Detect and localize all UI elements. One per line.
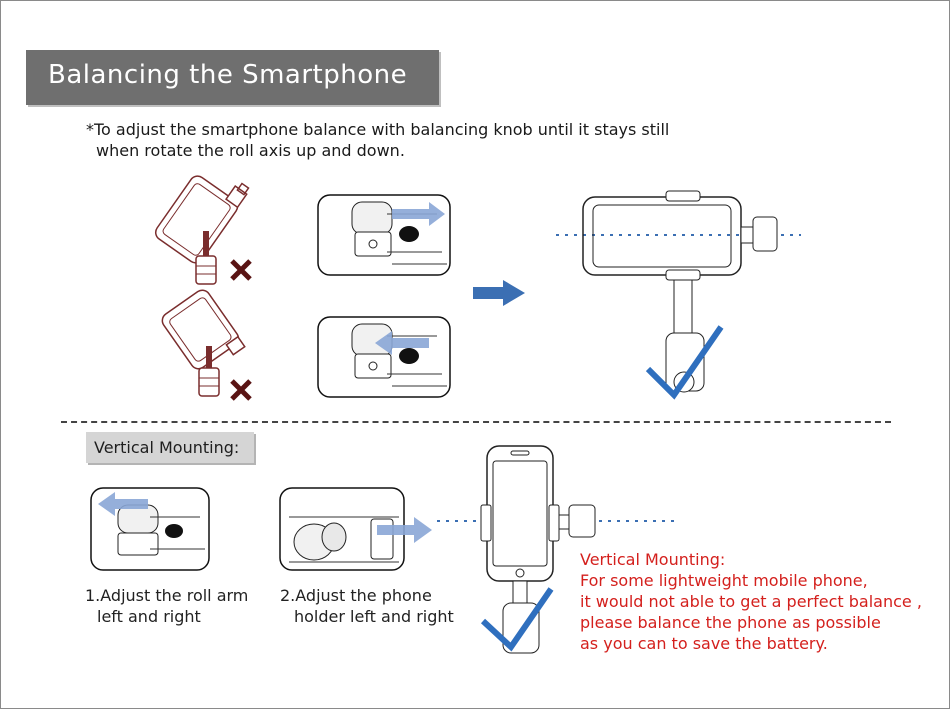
- note-line-2: For some lightweight mobile phone,: [580, 571, 868, 590]
- knob-closeup-left: [317, 316, 451, 398]
- step-2-line-2: holder left and right: [294, 607, 454, 626]
- vertical-mounting-label: Vertical Mounting:: [94, 438, 240, 457]
- note-line-1: Vertical Mounting:: [580, 550, 726, 569]
- arrow-right-icon: [473, 280, 525, 306]
- tilted-phone-down-illustration: [161, 289, 246, 397]
- title-banner: Balancing the Smartphone: [26, 50, 439, 105]
- instruction-text: *To adjust the smartphone balance with b…: [86, 119, 669, 161]
- slide-arrow-icon: [375, 331, 429, 355]
- step-2-line-1: 2.Adjust the phone: [280, 586, 432, 605]
- step-2-caption: 2.Adjust the phone holder left and right: [280, 585, 454, 627]
- vertical-mounting-banner: Vertical Mounting:: [86, 432, 254, 463]
- vertical-mounting-note: Vertical Mounting: For some lightweight …: [580, 549, 922, 654]
- check-icon: [645, 325, 724, 400]
- check-icon: [480, 587, 554, 652]
- note-line-3: it would not able to get a perfect balan…: [580, 592, 922, 611]
- slide-arrow-icon: [392, 202, 445, 226]
- section-divider: [61, 421, 891, 423]
- instruction-line-2: when rotate the roll axis up and down.: [96, 141, 405, 160]
- slide-arrow-icon: [98, 492, 148, 516]
- slide-arrow-icon: [377, 517, 432, 543]
- note-line-5: as you can to save the battery.: [580, 634, 828, 653]
- note-line-4: please balance the phone as possible: [580, 613, 881, 632]
- knob-closeup-right: [317, 194, 451, 276]
- roll-arm-closeup: [90, 487, 210, 571]
- vertical-phone-illustration: [437, 445, 677, 654]
- instruction-line-1: *To adjust the smartphone balance with b…: [86, 120, 670, 139]
- balanced-phone-illustration: [556, 190, 801, 400]
- step-1-line-1: 1.Adjust the roll arm: [85, 586, 249, 605]
- wrong-x-icon: [230, 379, 252, 401]
- page-title: Balancing the Smartphone: [48, 60, 408, 90]
- tilted-phone-up-illustration: [154, 175, 250, 285]
- phone-holder-closeup: [279, 487, 432, 571]
- step-1-caption: 1.Adjust the roll arm left and right: [85, 585, 248, 627]
- step-1-line-2: left and right: [97, 607, 201, 626]
- wrong-x-icon: [230, 259, 252, 281]
